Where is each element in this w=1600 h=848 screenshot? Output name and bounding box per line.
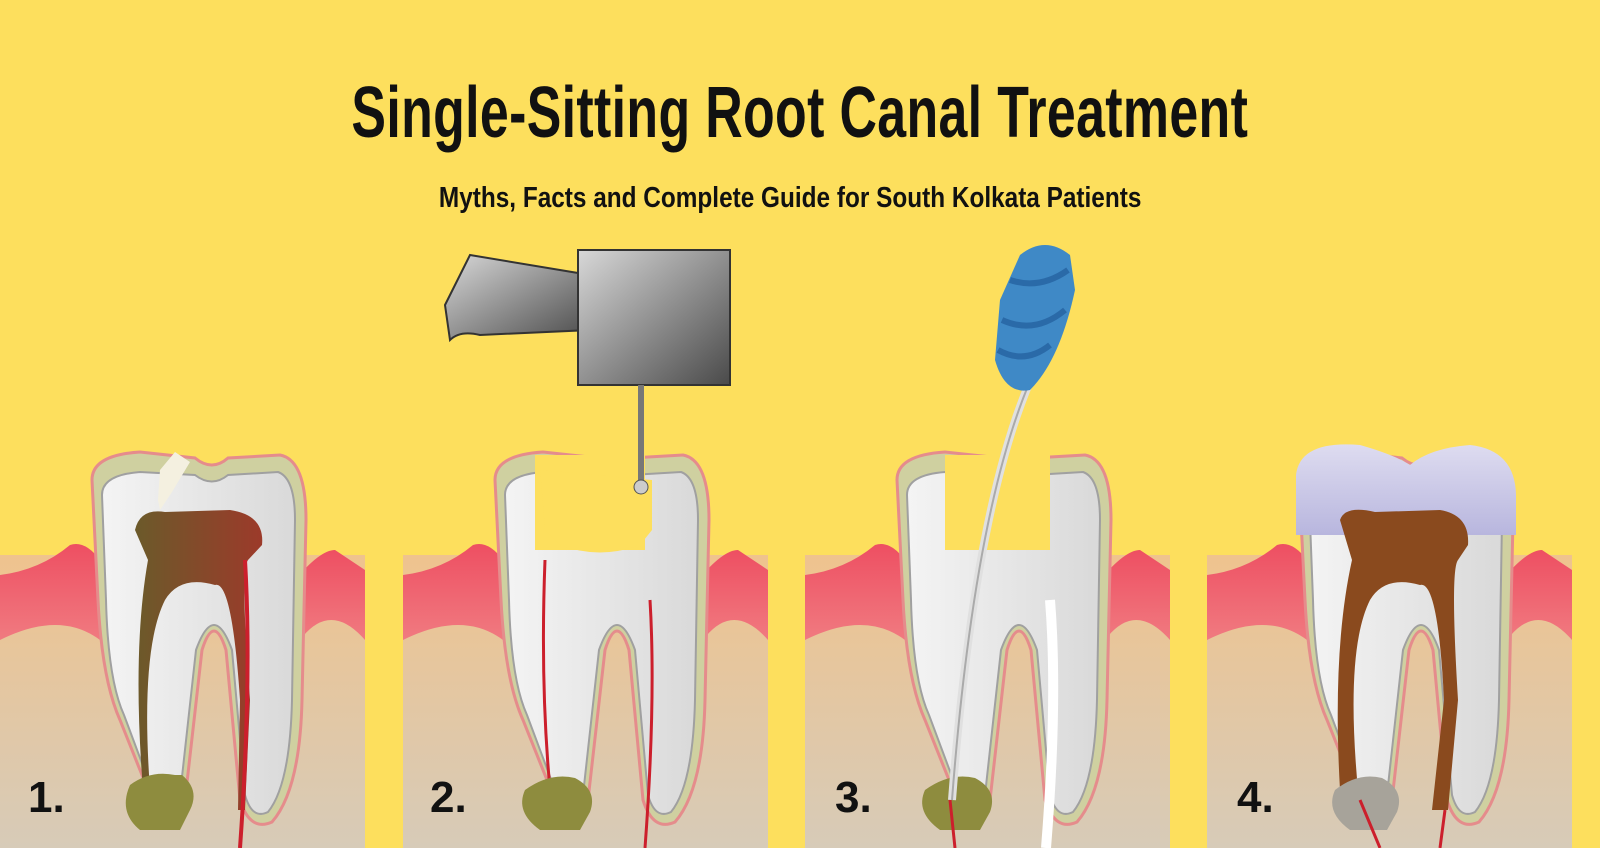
step-1-panel: 1. bbox=[0, 450, 367, 848]
step-3-label: 3. bbox=[835, 773, 872, 822]
step-2-panel: 2. bbox=[401, 249, 770, 848]
root-canal-file-icon bbox=[948, 245, 1075, 801]
page-subtitle: Myths, Facts and Complete Guide for Sout… bbox=[438, 182, 1142, 214]
cavity-crack bbox=[158, 452, 190, 510]
step-2-label: 2. bbox=[430, 773, 467, 822]
canal-filling bbox=[1337, 509, 1469, 810]
page-title: Single-Sitting Root Canal Treatment bbox=[351, 73, 1249, 153]
dental-drill-icon bbox=[443, 249, 731, 495]
step-4-panel: 4. bbox=[1205, 444, 1574, 848]
abscess bbox=[125, 773, 194, 830]
infected-pulp bbox=[135, 510, 263, 810]
step-4-label: 4. bbox=[1237, 773, 1274, 822]
step-1-label: 1. bbox=[28, 773, 65, 822]
step-3-panel: 3. bbox=[803, 245, 1172, 848]
